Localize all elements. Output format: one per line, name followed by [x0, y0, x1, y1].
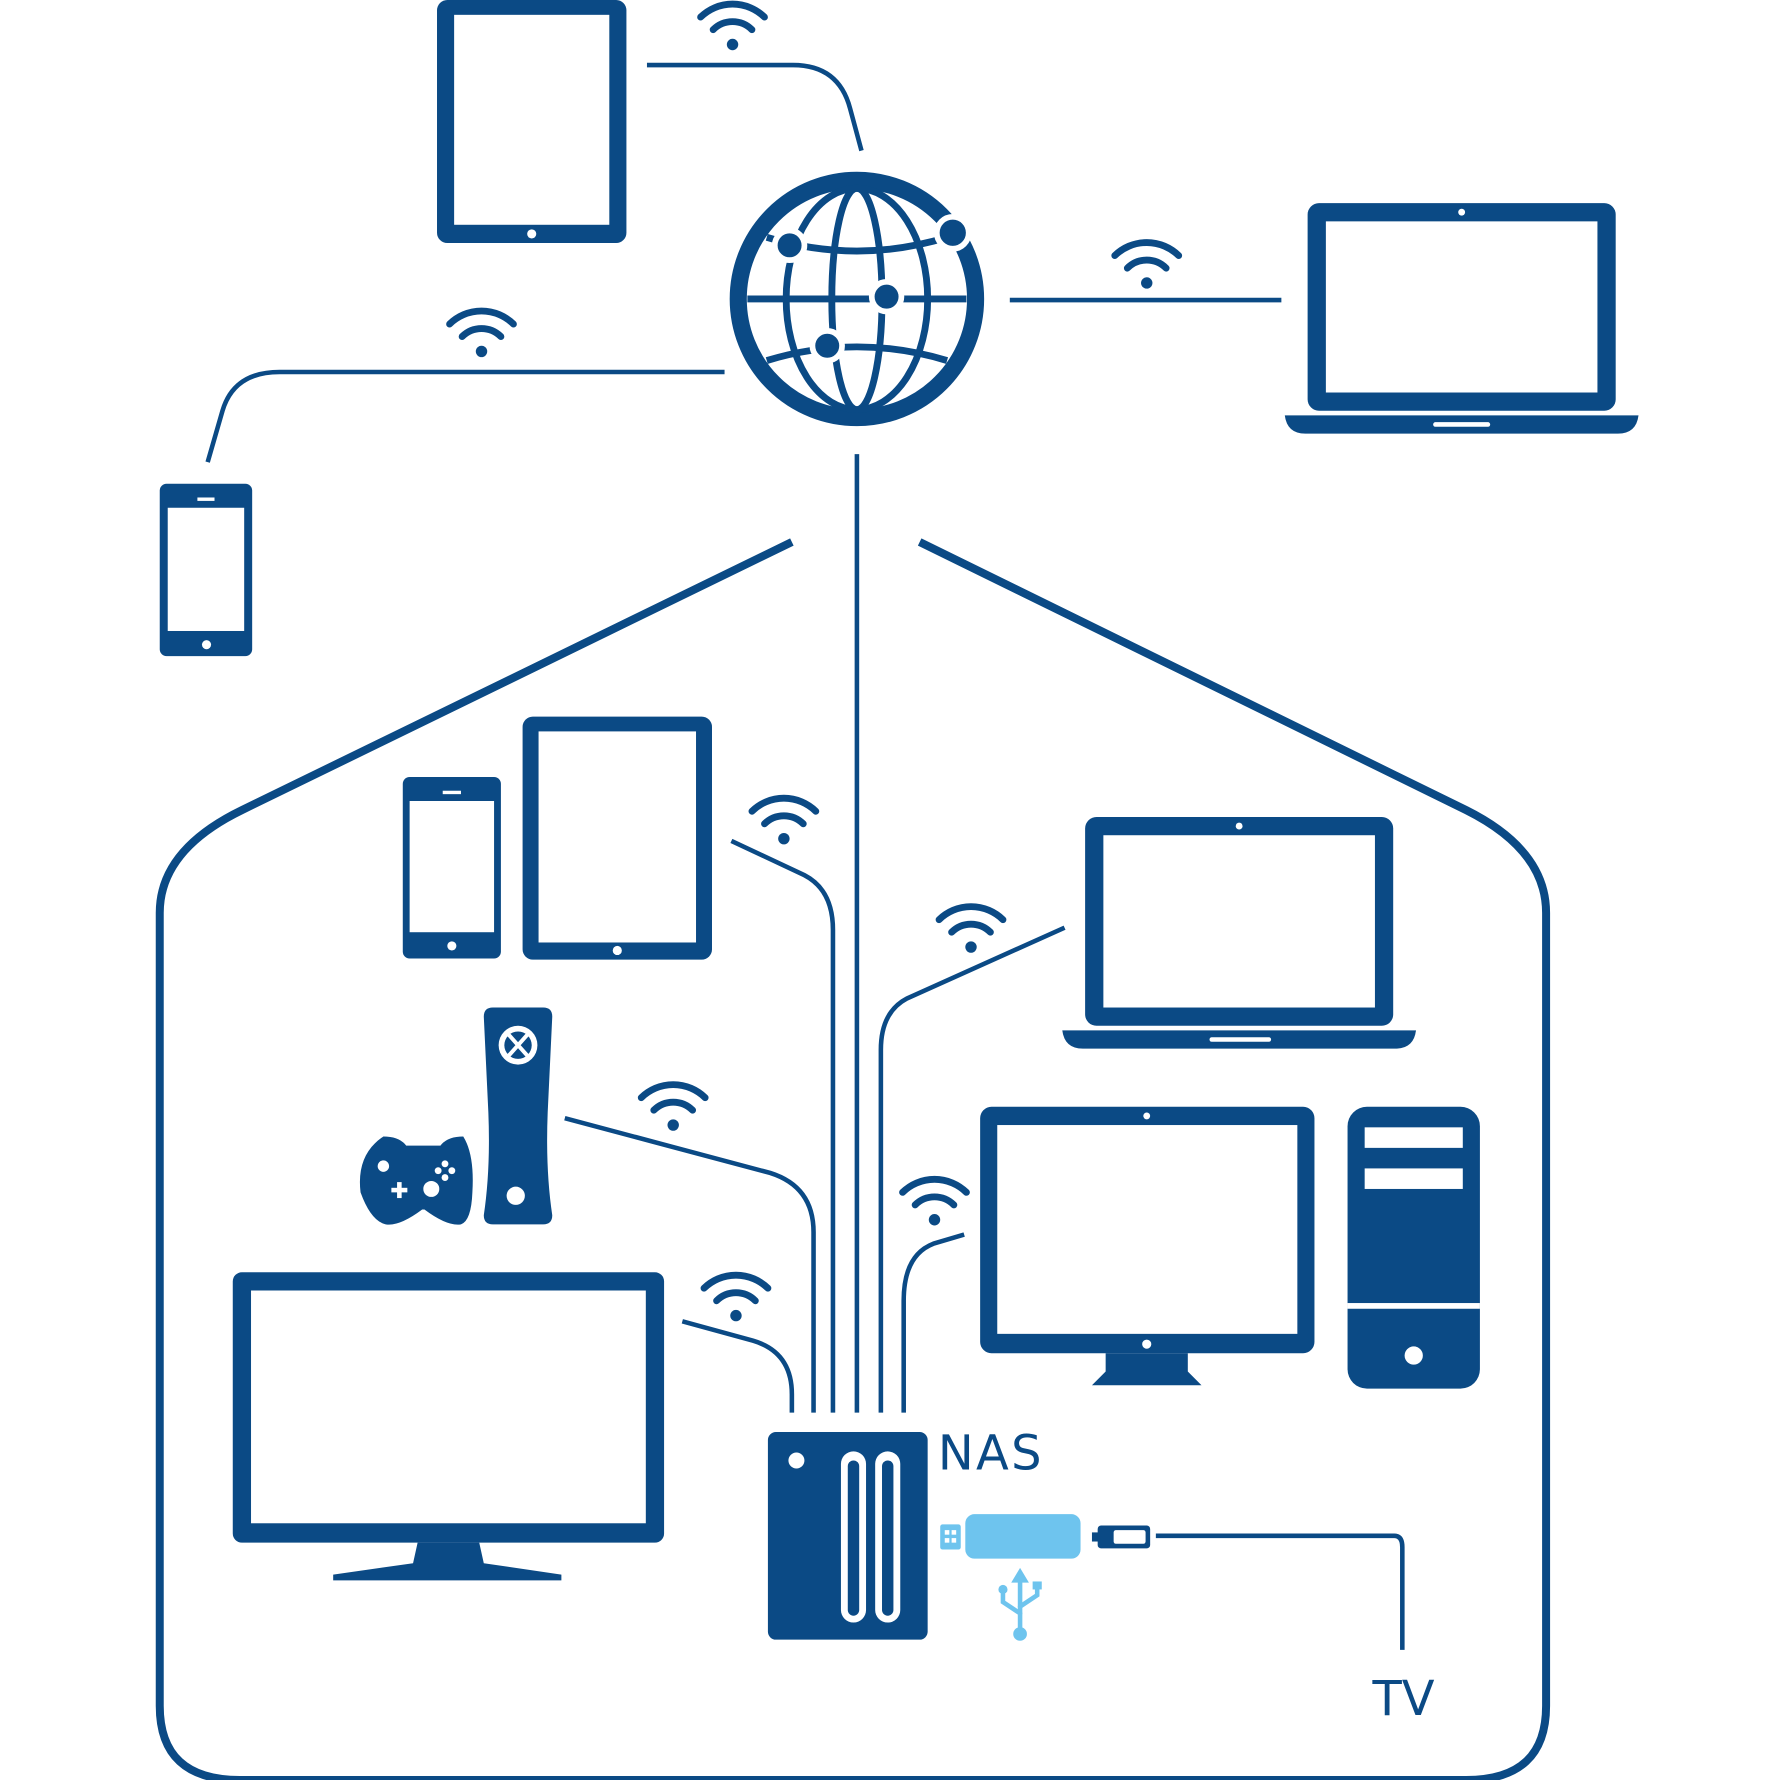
- smartphone-icon: [159, 483, 253, 657]
- cable-tablet-top: [646, 62, 864, 152]
- wifi-icon: [641, 1085, 705, 1131]
- smartphone-icon: [402, 777, 501, 959]
- usb-dongle-icon: [1091, 1525, 1151, 1549]
- wifi-icon: [1115, 243, 1179, 289]
- wifi-icon: [939, 907, 1003, 953]
- monitor-icon: [980, 1106, 1315, 1386]
- wifi-icon: [752, 798, 816, 844]
- cable-phone-top: [205, 369, 725, 463]
- nas-server-icon: [767, 1431, 928, 1640]
- tv-label: TV: [1371, 1672, 1434, 1727]
- cable-television: [681, 1319, 795, 1413]
- usb-dongle-icon: [940, 1514, 1081, 1559]
- desktop-tower-icon: [1347, 1106, 1480, 1389]
- cable-usb-to-tv: [1155, 1533, 1405, 1650]
- globe-network-icon: [729, 171, 985, 427]
- house-outline: [155, 538, 1551, 1780]
- cable-laptop-inside: [878, 925, 1066, 1413]
- gamepad-icon: [359, 1136, 473, 1225]
- cable-tablet-inside: [730, 838, 836, 1413]
- television-icon: [232, 1272, 665, 1581]
- wifi-icon: [701, 4, 765, 50]
- cable-desktop: [901, 1232, 965, 1413]
- laptop-icon: [1284, 203, 1639, 434]
- wifi-icon: [903, 1179, 967, 1225]
- wifi-icon: [450, 311, 514, 357]
- nas-label: NAS: [938, 1427, 1044, 1482]
- tablet-icon: [437, 0, 627, 244]
- connection-lines: [205, 62, 1405, 1650]
- laptop-icon: [1062, 816, 1417, 1049]
- cable-console: [564, 1116, 816, 1413]
- tablet-icon: [522, 716, 712, 960]
- wifi-icon: [704, 1275, 768, 1321]
- usb-icon: [998, 1567, 1042, 1641]
- xbox-console-icon: [483, 1007, 553, 1225]
